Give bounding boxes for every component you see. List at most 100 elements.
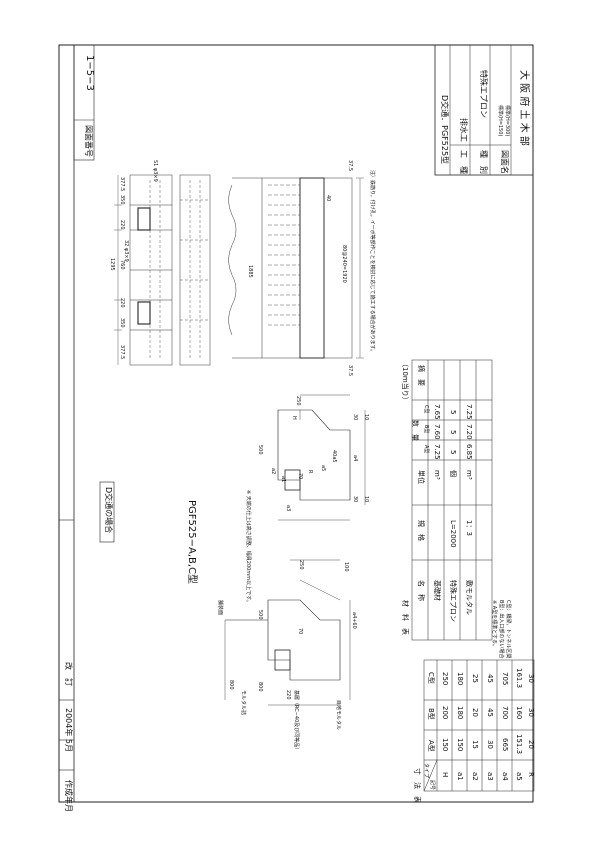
mat-row-spec: 1：3 [465, 520, 473, 536]
dim-a5: a5 [320, 465, 326, 472]
dim-a3: a3 [285, 505, 291, 512]
created-label: 作成年月 [64, 780, 73, 812]
dims-row-value: 15 [471, 740, 479, 749]
mat-header-unit: 単位 [417, 470, 425, 484]
dims-header-type: タイプ [423, 763, 429, 779]
mat-row-unit: m³ [465, 470, 473, 480]
mat-header-qty: 数 量 [411, 420, 419, 441]
dims-row-value: 180 [456, 672, 464, 686]
note-bottom: 注）鉄筋り，付け孔，イ一ボ等部作ことを検討に応じて施工する場合があります。 [369, 170, 375, 355]
dim-220: 220 [285, 690, 291, 700]
revised-label: 改 訂 [64, 662, 73, 686]
sheet-frame [58, 44, 534, 803]
type-value: 特殊エプロン [479, 70, 488, 118]
mat-row-value: 7.25 [465, 404, 473, 420]
name-value-2: 標準(H=300) [504, 105, 510, 137]
top-dim-0: 377.5 [119, 345, 125, 360]
top-dim-7: 377.5 [119, 177, 125, 192]
dims-table-title: 寸 法 表 [413, 768, 421, 803]
mat-note: ※ A型を標準とする。 [491, 600, 497, 650]
dims-header-item: 記号 [429, 780, 435, 791]
top-right-note: S1 φ3×9 [152, 160, 158, 182]
dim-1885: 1885 [247, 265, 253, 278]
mat-row-value: 5 [449, 430, 457, 435]
materials-unit-note: （10m当り） [401, 360, 409, 404]
label-mortar: モルタル詰 [240, 690, 246, 716]
title-text: D交通．PGF525型 [440, 95, 449, 165]
drawing-no-label: 図面番号 [84, 125, 93, 157]
mat-row-value: 6.85 [465, 444, 473, 460]
section-title: PGF525−A,B,C型 [186, 500, 197, 585]
mat-row-unit: m³ [433, 470, 441, 480]
materials-table [411, 359, 493, 641]
dims-row-value: 25 [471, 674, 479, 683]
dims-col-a: A型 [427, 740, 435, 752]
dim-a1: a1 [280, 476, 286, 483]
mat-row-unit: 個 [449, 470, 457, 477]
dim-10-a: 10 [363, 414, 369, 421]
mat-note: B型：出入口部のない場合 [498, 600, 504, 659]
note-side: ※ 天端の仕上は高さ調整、幅員200mm以上です。 [245, 490, 251, 605]
dim-32: 32 φ3×9 [123, 240, 129, 262]
mat-row-spec: L=2000 [449, 520, 457, 548]
dims-row-value: 20 [527, 740, 535, 749]
dims-row-value: 45 [486, 708, 494, 717]
dim-37-5-a: 37.5 [347, 160, 353, 172]
dims-row-value: 180 [456, 706, 464, 720]
dims-row-value: 700 [501, 706, 509, 720]
created-date: 2004年 5月 [64, 708, 73, 752]
dims-row-value: 150 [456, 738, 464, 752]
mat-row-value: 5 [449, 450, 457, 455]
label-joint: 目地モルタル [335, 700, 341, 731]
plan-view [114, 174, 211, 366]
dims-row-value: 705 [501, 672, 509, 686]
dim-800-b: 800 [257, 682, 263, 692]
dim-10-b: 10 [363, 496, 369, 503]
label-pavement: 舗装面 [217, 600, 223, 616]
kind-value: 排水工 [459, 118, 468, 142]
dim-37-5-b: 37.5 [347, 365, 353, 377]
dim-a4: a4 [352, 455, 358, 462]
dims-row-value: 20 [471, 708, 479, 717]
dims-row-value: 30 [527, 708, 535, 717]
mat-header-name: 名 称 [417, 580, 425, 601]
dims-row-label: a2 [471, 772, 479, 781]
mat-row-value: 7.20 [465, 424, 473, 440]
top-dim-1: 350 [119, 318, 125, 328]
mat-type-b: B型 [423, 425, 429, 434]
materials-title: 材 料 表 [401, 600, 409, 635]
dim-500-b: 500 [257, 445, 263, 455]
dims-row-value: 30 [527, 674, 535, 683]
mat-header-note: 摘 要 [417, 365, 425, 386]
dims-row-value: 200 [441, 706, 449, 720]
mat-row-value: 7.25 [433, 444, 441, 460]
elevation-view [228, 177, 364, 359]
org-name: 大 阪 府 土 木 部 [518, 70, 529, 146]
mat-row-name: 基礎材 [433, 580, 441, 601]
mat-type-c: C型 [423, 405, 429, 414]
mat-type-a: A型 [423, 445, 429, 454]
name-value-1: 標準(H=150) [497, 105, 503, 137]
dims-row-value: 160 [515, 706, 523, 720]
dims-row-value: 250 [441, 672, 449, 686]
mat-row-value: 5 [449, 410, 457, 415]
dim-250-a: 250 [298, 560, 304, 570]
top-dim-4: 1295 [109, 258, 115, 271]
dims-row-value: 665 [501, 738, 509, 752]
title-block [434, 44, 534, 176]
dim-a4-60: a4+60 [351, 612, 357, 629]
dim-a2: a2 [270, 468, 276, 475]
case-label-box [99, 481, 115, 543]
dims-row-value: 161.3 [515, 668, 523, 689]
dims-col-b: B型 [427, 708, 435, 720]
top-dim-6: 350 [119, 195, 125, 205]
dim-1920: 80@240=1920 [341, 245, 347, 283]
dims-row-value: 30 [486, 740, 494, 749]
dim-40a5: 40a5 [331, 450, 337, 463]
mat-row-name: 特殊エプロン [449, 580, 457, 622]
mat-note: C型：橋梁，トンネル区間 [505, 600, 511, 659]
dims-col-c: C型 [427, 672, 435, 684]
mat-row-value: 7.65 [433, 404, 441, 420]
dims-table [423, 659, 535, 792]
